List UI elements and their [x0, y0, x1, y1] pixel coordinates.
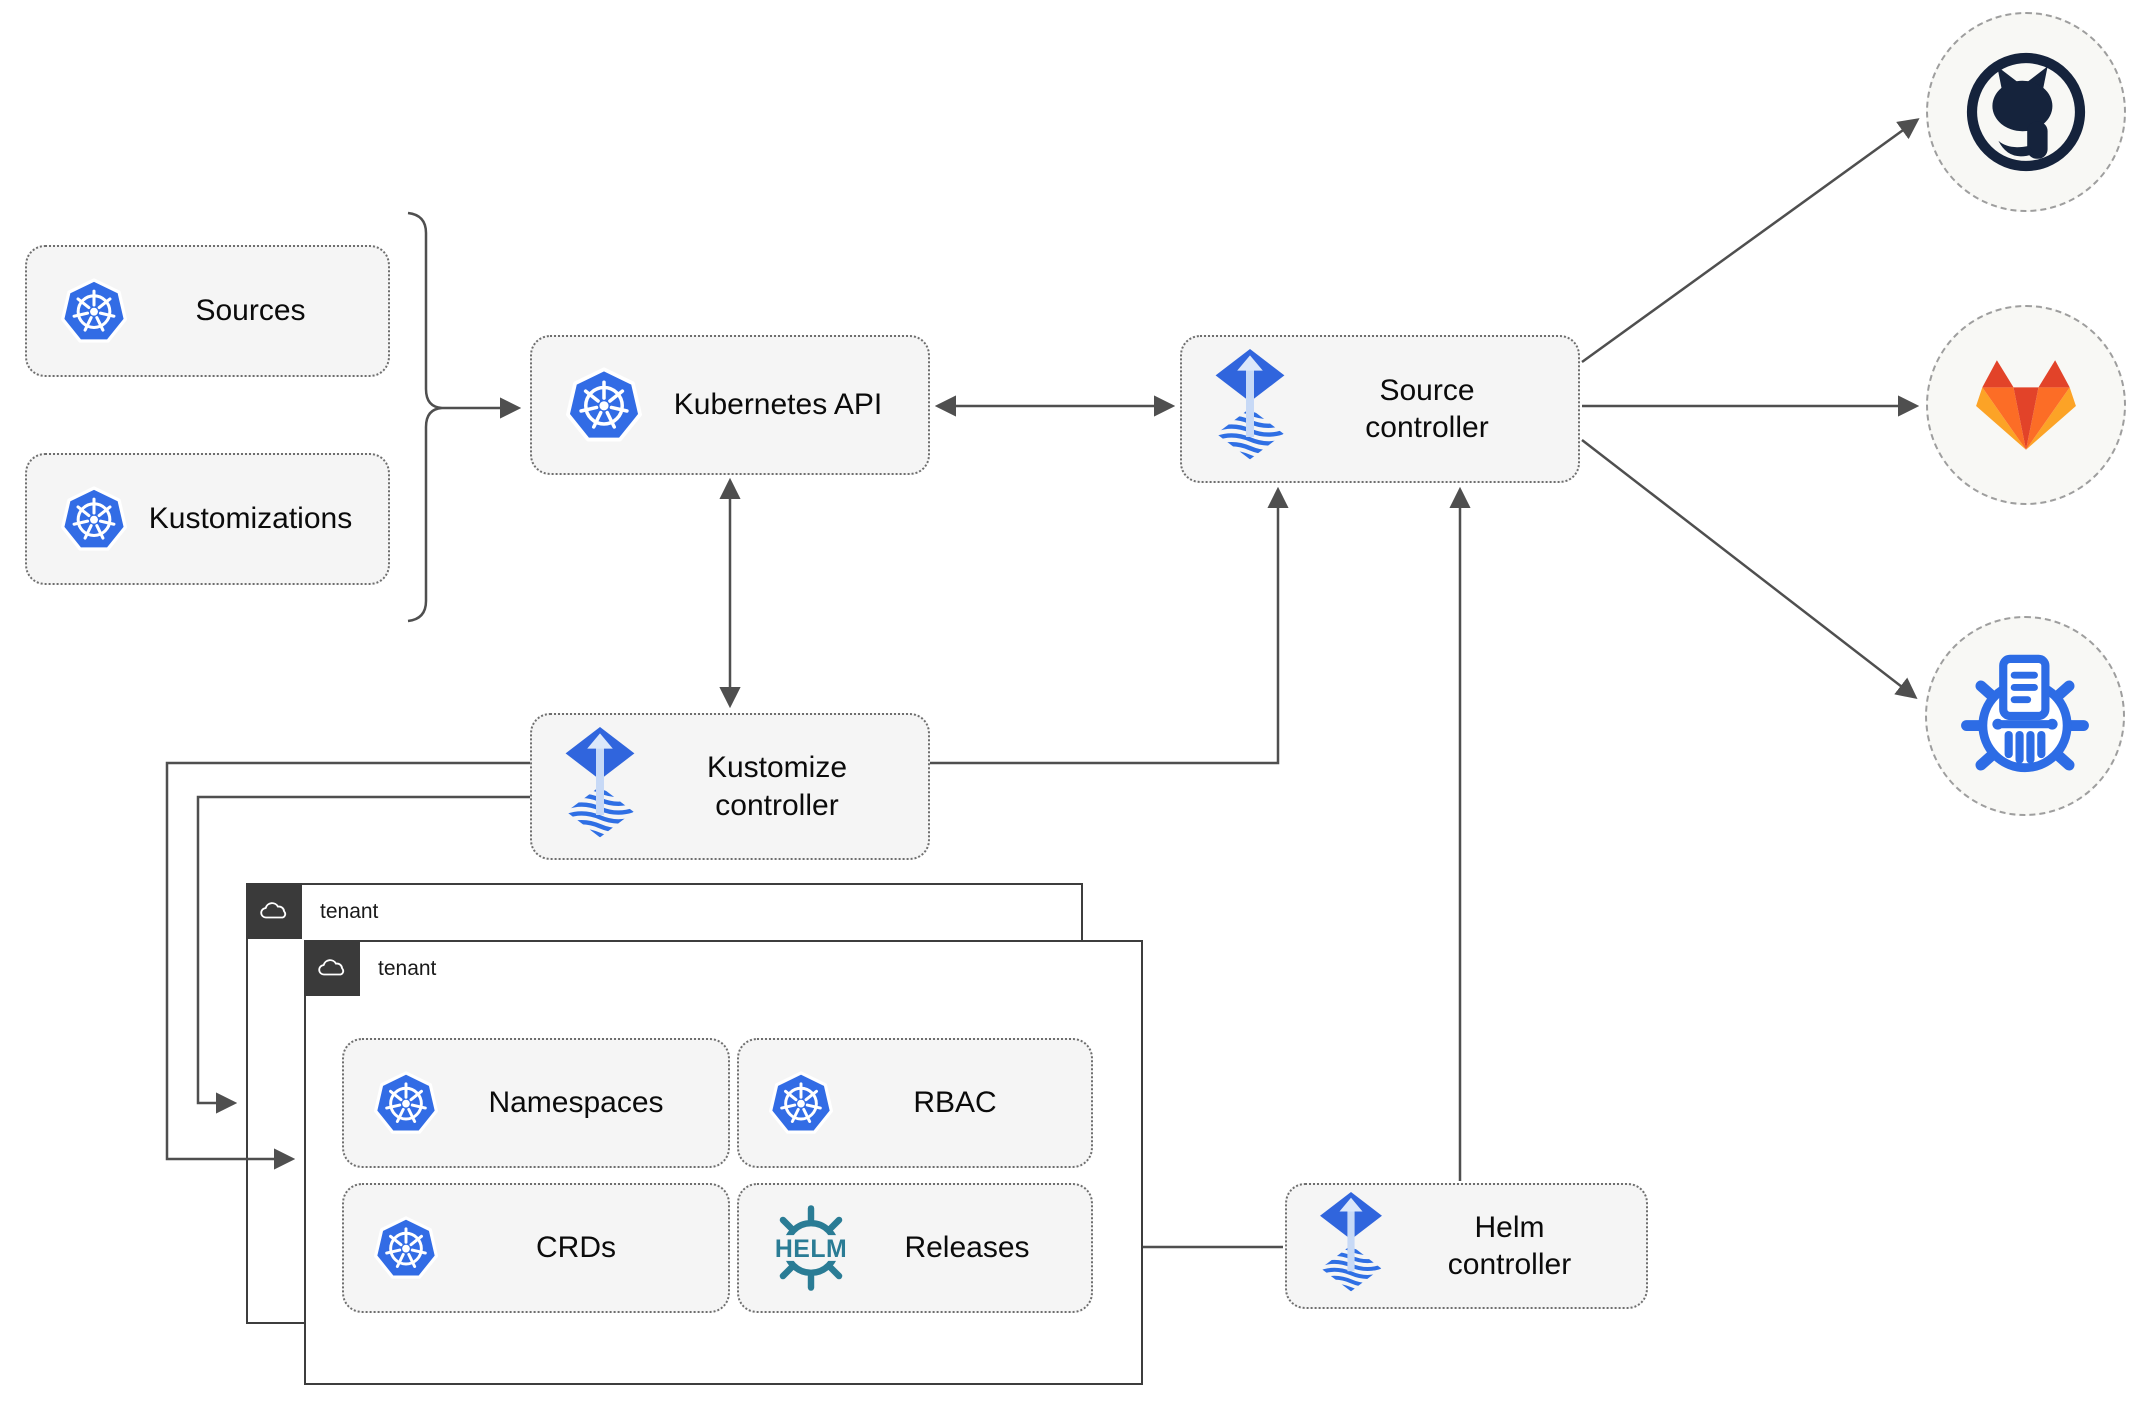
kubernetes-icon — [374, 1071, 438, 1135]
kubernetes-icon — [769, 1071, 833, 1135]
cloud-icon — [256, 898, 292, 924]
sources-box: Sources — [25, 245, 390, 377]
tenant-back-label: tenant — [320, 900, 379, 923]
flux-icon — [1210, 349, 1290, 469]
namespaces-box: Namespaces — [342, 1038, 730, 1168]
crds-box: CRDs — [342, 1183, 730, 1313]
sources-label: Sources — [195, 294, 306, 328]
gitlab-node — [1926, 305, 2126, 505]
kustomize-controller-box: Kustomize controller — [530, 713, 930, 860]
helm-logo-text: HELM — [775, 1236, 847, 1263]
rbac-label: RBAC — [913, 1086, 997, 1120]
edge-source-github — [1581, 118, 1920, 364]
edge-source-helmrepo — [1581, 439, 1918, 699]
source-controller-box: Source controller — [1180, 335, 1580, 483]
flux-icon — [1315, 1192, 1387, 1300]
kubernetes-icon — [566, 367, 642, 443]
kustomizations-box: Kustomizations — [25, 453, 390, 585]
chartmuseum-icon — [1957, 648, 2093, 784]
kustomize-controller-label: Kustomize controller — [706, 751, 848, 822]
releases-box: HELM Releases — [737, 1183, 1093, 1313]
gitlab-icon — [1974, 358, 2078, 452]
namespaces-label: Namespaces — [488, 1086, 664, 1120]
kubernetes-icon — [61, 278, 127, 344]
kubernetes-api-label: Kubernetes API — [673, 388, 883, 422]
kubernetes-icon — [374, 1216, 438, 1280]
helm-repository-node — [1925, 616, 2125, 816]
cloud-icon — [314, 955, 350, 981]
grouping-brace — [407, 211, 443, 623]
github-node — [1926, 12, 2126, 212]
flux-icon — [560, 727, 640, 847]
source-controller-label: Source controller — [1365, 373, 1489, 445]
github-icon — [1966, 52, 2086, 172]
releases-label: Releases — [904, 1231, 1030, 1265]
kustomizations-label: Kustomizations — [148, 502, 353, 536]
crds-label: CRDs — [536, 1231, 616, 1265]
edge-kustomize-source — [930, 486, 1289, 765]
rbac-box: RBAC — [737, 1038, 1093, 1168]
tenant-front-tab — [304, 940, 360, 996]
helm-icon: HELM — [765, 1202, 857, 1294]
kubernetes-icon — [61, 486, 127, 552]
helm-controller-box: Helm controller — [1285, 1183, 1648, 1309]
tenant-back-tab — [246, 883, 302, 939]
kubernetes-api-box: Kubernetes API — [530, 335, 930, 475]
tenant-front-label: tenant — [378, 957, 437, 980]
helm-controller-label: Helm controller — [1447, 1210, 1572, 1282]
